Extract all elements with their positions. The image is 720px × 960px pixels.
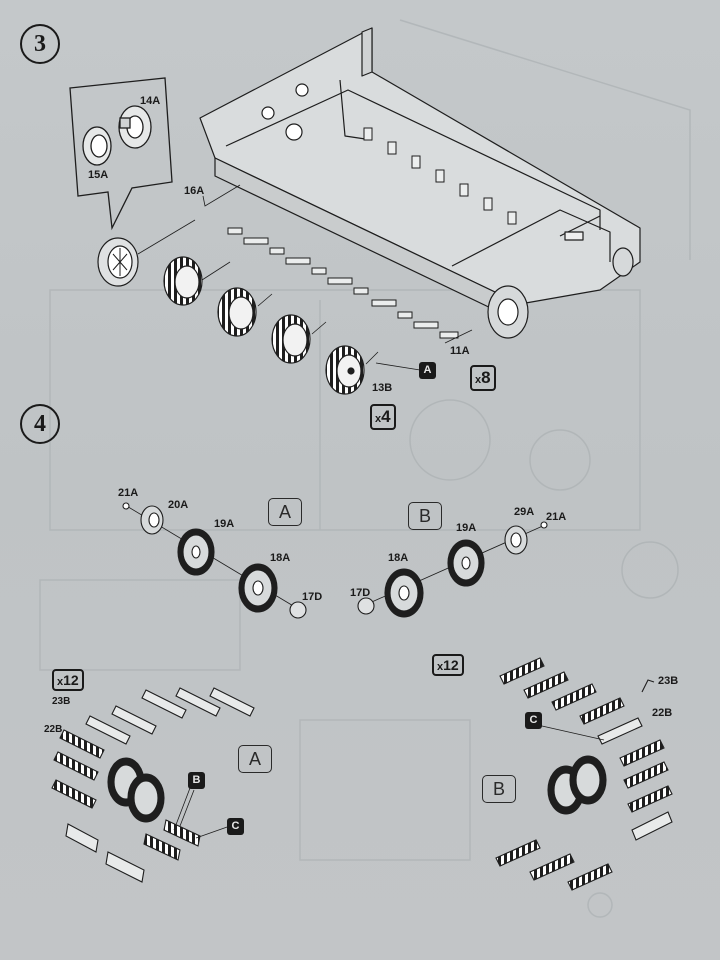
part-label-15a: 15A <box>88 169 109 181</box>
part-label-18a-right: 18A <box>388 552 409 564</box>
part-label-29a: 29A <box>514 506 535 518</box>
detail-callout-bubble <box>69 77 173 231</box>
quantity-x12-left: x12 <box>52 669 84 691</box>
show-through-ghost <box>39 19 691 918</box>
part-label-17d-left: 17D <box>302 591 323 603</box>
leader-lines-step3 <box>201 184 473 371</box>
sprocket-a-explode <box>122 502 307 619</box>
step-number-4: 4 <box>20 404 60 444</box>
part-label-17d-right: 17D <box>350 587 371 599</box>
step-number-3: 3 <box>20 24 60 64</box>
quantity-x12-mid: x12 <box>432 654 464 676</box>
hull-assembly <box>199 27 641 323</box>
quantity-x8: x8 <box>470 365 496 391</box>
sprocket-hub <box>487 247 634 339</box>
track-links-b <box>495 657 673 891</box>
part-label-19a-left: 19A <box>214 518 235 530</box>
part-label-19a-right: 19A <box>456 522 477 534</box>
sprocket-b-explode <box>357 521 548 618</box>
road-wheels <box>163 256 365 395</box>
idler-wheel <box>97 219 196 287</box>
callout-c-left: C <box>227 818 244 835</box>
quantity-x4: x4 <box>370 404 396 430</box>
part-label-11a: 11A <box>450 345 470 357</box>
part-label-16a: 16A <box>184 185 205 197</box>
variant-a-label-top: A <box>268 498 302 526</box>
variant-a-label-bottom: A <box>238 745 272 773</box>
part-label-23b-left: 23B <box>52 696 71 707</box>
part-label-22b-right: 22B <box>652 707 673 719</box>
part-label-21a-left: 21A <box>118 487 139 499</box>
suspension-arms <box>227 227 459 339</box>
part-label-23b-right: 23B <box>658 675 679 687</box>
part-label-14a: 14A <box>140 95 161 107</box>
callout-b: B <box>188 772 205 789</box>
variant-b-label-top: B <box>408 502 442 530</box>
part-label-21a-right: 21A <box>546 511 567 523</box>
callout-a: A <box>419 362 436 379</box>
callout-c-right: C <box>525 712 542 729</box>
part-label-22b-left: 22B <box>44 724 63 735</box>
variant-b-label-bottom: B <box>482 775 516 803</box>
part-label-18a-left: 18A <box>270 552 291 564</box>
part-label-20a: 20A <box>168 499 189 511</box>
part-label-13b: 13B <box>372 382 393 394</box>
track-links-a <box>51 687 255 883</box>
return-roller-mounts <box>363 127 517 225</box>
